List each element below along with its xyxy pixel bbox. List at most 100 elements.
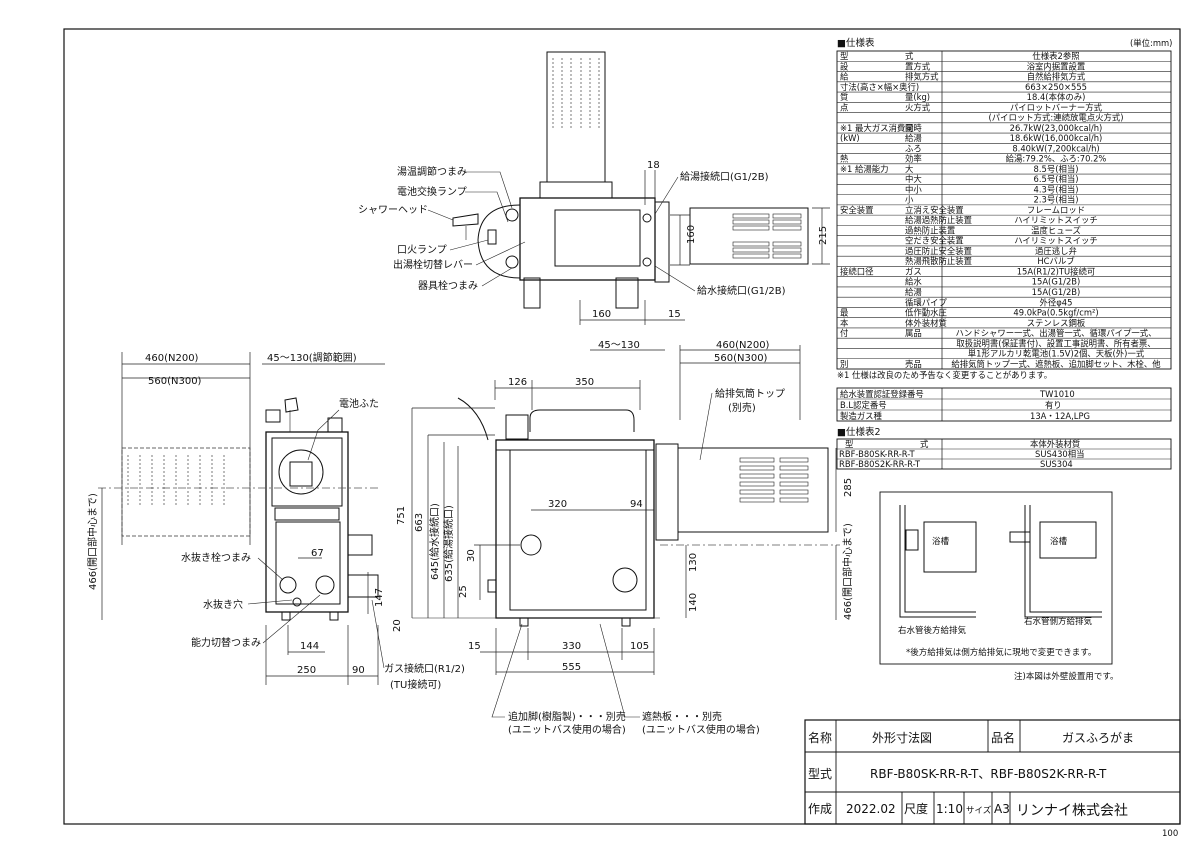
spec-row-sublabel: 効率 xyxy=(905,154,922,164)
dim-215: 215 xyxy=(818,226,829,245)
spec-row-value: ハイリミットスイッチ xyxy=(1014,236,1098,246)
dim-330: 330 xyxy=(562,641,581,652)
spec-row-value: 取扱説明書(保証書付)、設置工事説明書、所有者票、 xyxy=(956,338,1155,348)
spec-row-sublabel: 体外装材質 xyxy=(905,318,947,328)
dim-130: 130 xyxy=(688,553,699,572)
spec-row-label: 型 xyxy=(840,51,848,61)
spec-row-label: ※1 給湯能力 xyxy=(840,164,889,174)
spec-row-value: 2.3号(相当) xyxy=(1034,195,1079,205)
dim-751: 751 xyxy=(396,506,407,525)
title-size-value: A3 xyxy=(994,802,1010,816)
dim-320: 320 xyxy=(548,499,567,510)
spec-row-sublabel: 同時 xyxy=(905,123,922,133)
dim-466-left: 466(開口部中心まで) xyxy=(86,493,99,590)
spec2-h-type: 型 xyxy=(845,439,853,449)
spec-row-value: 15A(G1/2B) xyxy=(1032,287,1081,297)
install-remark: 注)本図は外壁設置用です。 xyxy=(1014,671,1118,682)
spec2-model-1: RBF-B80SK-RR-R-T xyxy=(839,449,916,459)
dim-645: 645(給水接続口) xyxy=(428,503,441,580)
spec-row-value: 自然給排気方式 xyxy=(1027,72,1086,82)
title-block: 名称 外形寸法図 品名 ガスふろがま 型式 RBF-B80SK-RR-R-T、R… xyxy=(804,719,1181,839)
front-view: 45～130 460(N200) 560(N300) 126 350 xyxy=(396,340,854,736)
dim-285: 285 xyxy=(843,478,854,497)
title-made-value: 2022.02 xyxy=(846,802,896,816)
dim-15-front: 15 xyxy=(468,641,481,652)
spec-note: ※1 仕様は改良のため予告なく変更することがあります。 xyxy=(837,370,1052,380)
dim-18-top: 18 xyxy=(647,160,660,171)
label-drain-knob: 水抜き栓つまみ xyxy=(181,551,251,564)
spec2-title: ■仕様表2 xyxy=(837,426,881,438)
dim-20: 20 xyxy=(392,619,403,632)
dim-144: 144 xyxy=(300,641,319,652)
spec-row-sublabel: 大 xyxy=(905,164,914,174)
exhaust-top-right xyxy=(689,207,809,265)
label-outlet-lever: 出湯栓切替レバー xyxy=(393,258,473,271)
title-model-label: 型式 xyxy=(808,767,832,781)
heater-body-front xyxy=(495,439,655,619)
label-cold-water-port-top: 給水接続口(G1/2B) xyxy=(697,284,786,297)
spec-row-label: 寸法(高さ×幅×奥行) xyxy=(840,82,919,92)
spec-row-sublabel: 式 xyxy=(905,51,914,61)
spec-row-label: 本 xyxy=(840,318,849,328)
spec-row-value: 給湯:79.2%、ふろ:70.2% xyxy=(1006,154,1107,164)
install-diagram: 浴槽 右水管後方給排気 浴槽 右水管側方給排気 *後方給排気は側方給排気に現地で… xyxy=(879,491,1118,682)
spec-row-sublabel: 給湯 xyxy=(905,287,922,297)
spec-row-value: 15A(R1/2)TU接続可 xyxy=(1017,266,1096,276)
spec-row-sublabel: 火方式 xyxy=(905,102,931,112)
dim-90: 90 xyxy=(352,665,365,676)
extra-value-1: TW1010 xyxy=(1039,389,1075,399)
spec-row-value: 給排気筒トップ一式、遮熱板、追加脚セット、木栓、他 xyxy=(951,359,1161,369)
spec-row-label: 最 xyxy=(840,308,849,318)
spec-row-value: 浴室内据置設置 xyxy=(1027,61,1086,71)
title-scale-value: 1:10 xyxy=(936,802,963,816)
spec-row-value: 8.5号(相当) xyxy=(1034,164,1079,174)
install-right-caption: 右水管側方給排気 xyxy=(1024,616,1093,627)
exhaust-top-front xyxy=(677,447,829,533)
spec-row-value: 6.5号(相当) xyxy=(1034,174,1079,184)
battery-cover xyxy=(278,449,324,495)
spec-rows: 型式仕様表2参照設置方式浴室内据置設置給排気方式自然給排気方式寸法(高さ×幅×奥… xyxy=(837,51,1171,369)
spec-row-value: ステンレス鋼板 xyxy=(1027,318,1086,328)
spec-row-sublabel: 循環パイプ xyxy=(905,297,947,307)
spec-row-sublabel: 排気方式 xyxy=(905,72,939,82)
spec2-h-material: 本体外装材質 xyxy=(1030,439,1080,449)
dim-25: 25 xyxy=(458,585,469,598)
pilot-lamp xyxy=(487,229,497,245)
spec-row-sublabel: 属品 xyxy=(905,328,922,338)
spec-row-sublabel: 給水 xyxy=(905,277,922,287)
title-product-value: ガスふろがま xyxy=(1062,730,1134,745)
spec-row-value: 26.7kW(23,000kcal/h) xyxy=(1010,123,1103,133)
spec-row-value: フレームロッド xyxy=(1027,205,1085,215)
extra-value-2: 有り xyxy=(1045,400,1062,410)
drain-knob xyxy=(279,576,297,594)
appliance-valve-knob xyxy=(505,255,519,269)
spec2-h-style: 式 xyxy=(920,439,929,449)
label-shower-head: シャワーヘッド xyxy=(358,205,428,216)
dim-635: 635(給湯接続口) xyxy=(442,505,455,582)
spec-row-sublabel: 量(kg) xyxy=(905,92,930,102)
title-scale-label: 尺度 xyxy=(904,801,928,816)
spec2-model-2: RBF-B80S2K-RR-R-T xyxy=(839,459,921,469)
spec-row-sublabel: 置方式 xyxy=(905,61,931,71)
title-size-label: サイズ xyxy=(966,805,992,816)
dim-140: 140 xyxy=(688,593,699,612)
label-heat-shield: 遮熱板・・・別売 xyxy=(642,710,722,723)
spec-row-label: (kW) xyxy=(840,133,860,143)
sheet-border xyxy=(63,28,1181,825)
spec-row-label: 熱 xyxy=(840,154,849,164)
dim-460-left: 460(N200) xyxy=(145,353,199,364)
spec-row-value: 663×250×555 xyxy=(1025,82,1087,92)
label-battery-cover: 電池ふた xyxy=(339,397,379,410)
dim-466-front: 466(開口部中心まで) xyxy=(841,523,854,620)
dim-460-front: 460(N200) xyxy=(716,340,770,351)
spec-row-value: 温度ヒューズ xyxy=(1031,225,1081,235)
spec-row-sublabel: 立消え安全装置 xyxy=(905,205,964,215)
bath-label-left: 浴槽 xyxy=(932,536,950,547)
flue-duct-side xyxy=(121,447,251,537)
spec-row-value: ハイリミットスイッチ xyxy=(1014,215,1098,225)
spec-row-sublabel: 小 xyxy=(905,195,914,205)
spec-row-value: ハンドシャワー一式、出湯管一式、循環パイプ一式、 xyxy=(956,328,1157,338)
spec-row-sublabel: ふろ xyxy=(905,143,922,153)
install-note: *後方給排気は側方給排気に現地で変更できます。 xyxy=(906,647,1096,658)
spec-row-sublabel: 給湯 xyxy=(905,133,922,143)
